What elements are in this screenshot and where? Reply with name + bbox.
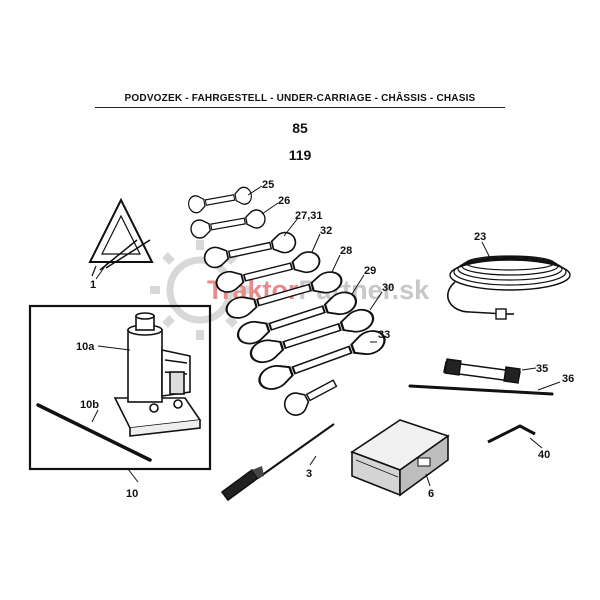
watermark-text-suffix: .sk <box>392 275 431 305</box>
jack-group-frame <box>28 304 212 471</box>
label-27-31: 27,31 <box>295 210 323 222</box>
wrench-27-31 <box>201 229 299 271</box>
label-6: 6 <box>428 488 434 500</box>
label-3: 3 <box>306 468 312 480</box>
label-36: 36 <box>562 373 574 385</box>
label-23: 23 <box>474 231 486 243</box>
wrench-26 <box>188 207 268 241</box>
page-number-secondary: 119 <box>288 147 312 163</box>
wrench-25 <box>186 185 254 215</box>
label-30: 30 <box>382 282 394 294</box>
label-10b: 10b <box>80 399 99 411</box>
label-40: 40 <box>538 449 550 461</box>
label-29: 29 <box>364 265 376 277</box>
wrench-small <box>283 379 338 416</box>
label-28: 28 <box>340 245 352 257</box>
warning-triangle <box>88 197 154 277</box>
jack-handle-bar <box>36 403 152 462</box>
wrench-set <box>186 185 389 416</box>
jack-group: 10a 10b 10 <box>28 304 212 500</box>
page-number-primary: 85 <box>292 120 308 136</box>
label-26: 26 <box>278 195 290 207</box>
label-32: 32 <box>320 225 332 237</box>
cable-coil <box>447 255 571 320</box>
screwdriver <box>220 423 335 502</box>
wrench-leader-lines <box>247 185 383 343</box>
bottle-jack <box>113 312 202 437</box>
page-title: PODVOZEK - FAHRGESTELL - UNDER-CARRIAGE … <box>124 93 476 104</box>
label-35: 35 <box>536 363 548 375</box>
title-underline <box>95 107 505 108</box>
label-1: 1 <box>90 279 96 291</box>
tommy-bar <box>408 384 554 396</box>
tool-case <box>350 419 450 497</box>
label-10: 10 <box>126 488 138 500</box>
label-33: 33 <box>378 329 390 341</box>
hex-key <box>487 424 536 444</box>
label-10a: 10a <box>76 341 95 353</box>
socket-wrench <box>443 358 521 384</box>
label-25: 25 <box>262 179 274 191</box>
